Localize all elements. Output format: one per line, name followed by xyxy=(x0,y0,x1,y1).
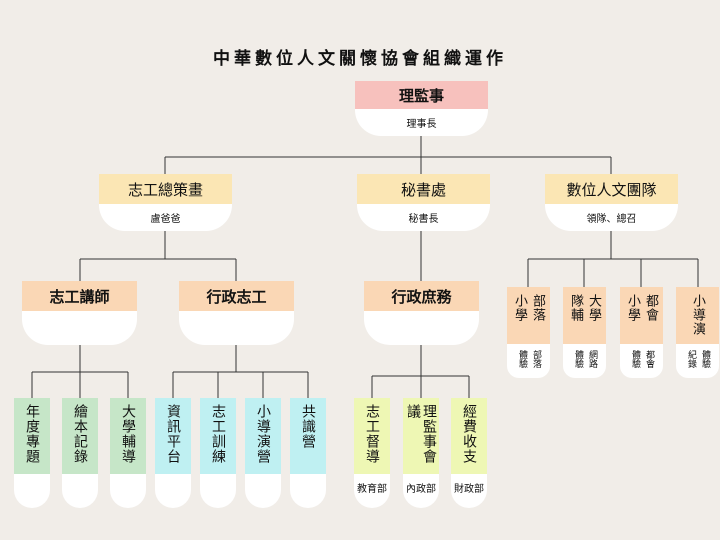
affairs-task: 理監事會議 xyxy=(403,398,439,508)
department-holder: 領隊、總召 xyxy=(545,204,678,231)
task-label: 資訊平台 xyxy=(165,404,181,464)
team-sub-line: 都會 xyxy=(644,350,654,368)
affairs-task: 志工督導 xyxy=(354,398,390,508)
department-holder: 盧爸爸 xyxy=(99,204,232,231)
team-card: 小導演 體驗 紀錄 xyxy=(676,287,719,378)
task-label: 志工訓練 xyxy=(210,404,226,464)
team-card: 都會 小學 都會 體驗 xyxy=(620,287,663,378)
node-admin-volunteers: 行政志工 xyxy=(179,281,294,345)
unit-holder xyxy=(364,311,479,345)
team-sub-line: 體驗 xyxy=(573,350,583,368)
task-label: 大學輔導 xyxy=(120,404,136,464)
team-sub-line: 體驗 xyxy=(517,350,527,368)
task-label: 志工督導 xyxy=(364,404,380,464)
team-card: 部落 小學 部落 體驗 xyxy=(507,287,550,378)
department-name: 秘書處 xyxy=(357,174,490,204)
team-name-line: 大學 xyxy=(586,294,601,322)
node-digital-team: 數位人文團隊 領隊、總召 xyxy=(545,174,678,231)
team-name-line: 隊輔 xyxy=(568,294,583,322)
node-board: 理監事 理事長 xyxy=(355,81,488,136)
admin-task: 資訊平台 xyxy=(155,398,191,508)
task-label: 經費收支 xyxy=(461,404,477,464)
task-label: 小導演營 xyxy=(255,404,271,464)
team-name-line: 都會 xyxy=(643,294,658,322)
node-volunteer-planning: 志工總策畫 盧爸爸 xyxy=(99,174,232,231)
task-label: 年度專題 xyxy=(24,404,40,464)
affairs-task: 經費收支 xyxy=(451,398,487,508)
department-holder: 秘書長 xyxy=(357,204,490,231)
board-name: 理監事 xyxy=(355,81,488,109)
lecturer-task: 年度專題 xyxy=(14,398,50,508)
team-name-line: 小學 xyxy=(512,294,527,322)
lecturer-task: 大學輔導 xyxy=(110,398,146,508)
node-admin-affairs: 行政庶務 xyxy=(364,281,479,345)
board-holder: 理事長 xyxy=(355,109,488,136)
chart-title: 中華數位人文關懷協會組織運作 xyxy=(213,49,507,69)
team-card: 大學 隊輔 網路 體驗 xyxy=(563,287,606,378)
team-sub-line: 網路 xyxy=(587,350,597,368)
task-label: 共識營 xyxy=(300,404,316,449)
team-name-line: 小學 xyxy=(625,294,640,322)
admin-task: 共識營 xyxy=(290,398,326,508)
team-name-line: 部落 xyxy=(530,294,545,322)
unit-name: 行政庶務 xyxy=(364,281,479,311)
unit-holder xyxy=(179,311,294,345)
task-label: 繪本記錄 xyxy=(72,404,88,464)
lecturer-task: 繪本記錄 xyxy=(62,398,98,508)
unit-name: 志工講師 xyxy=(22,281,137,311)
team-name-line: 小導演 xyxy=(690,294,705,336)
unit-name: 行政志工 xyxy=(179,281,294,311)
team-sub-line: 部落 xyxy=(531,350,541,368)
department-name: 志工總策畫 xyxy=(99,174,232,204)
affairs-dept-label: 教育部 xyxy=(357,484,387,495)
unit-holder xyxy=(22,311,137,345)
affairs-dept-label: 內政部 xyxy=(406,484,436,495)
team-sub-line: 體驗 xyxy=(630,350,640,368)
department-name: 數位人文團隊 xyxy=(545,174,678,204)
admin-task: 小導演營 xyxy=(245,398,281,508)
node-volunteer-lecturers: 志工講師 xyxy=(22,281,137,345)
admin-task: 志工訓練 xyxy=(200,398,236,508)
node-secretariat: 秘書處 秘書長 xyxy=(357,174,490,231)
team-sub-line: 體驗 xyxy=(700,350,710,368)
task-label: 理監事會議 xyxy=(405,404,437,464)
team-sub-line: 紀錄 xyxy=(686,350,696,368)
affairs-dept-label: 財政部 xyxy=(454,484,484,495)
